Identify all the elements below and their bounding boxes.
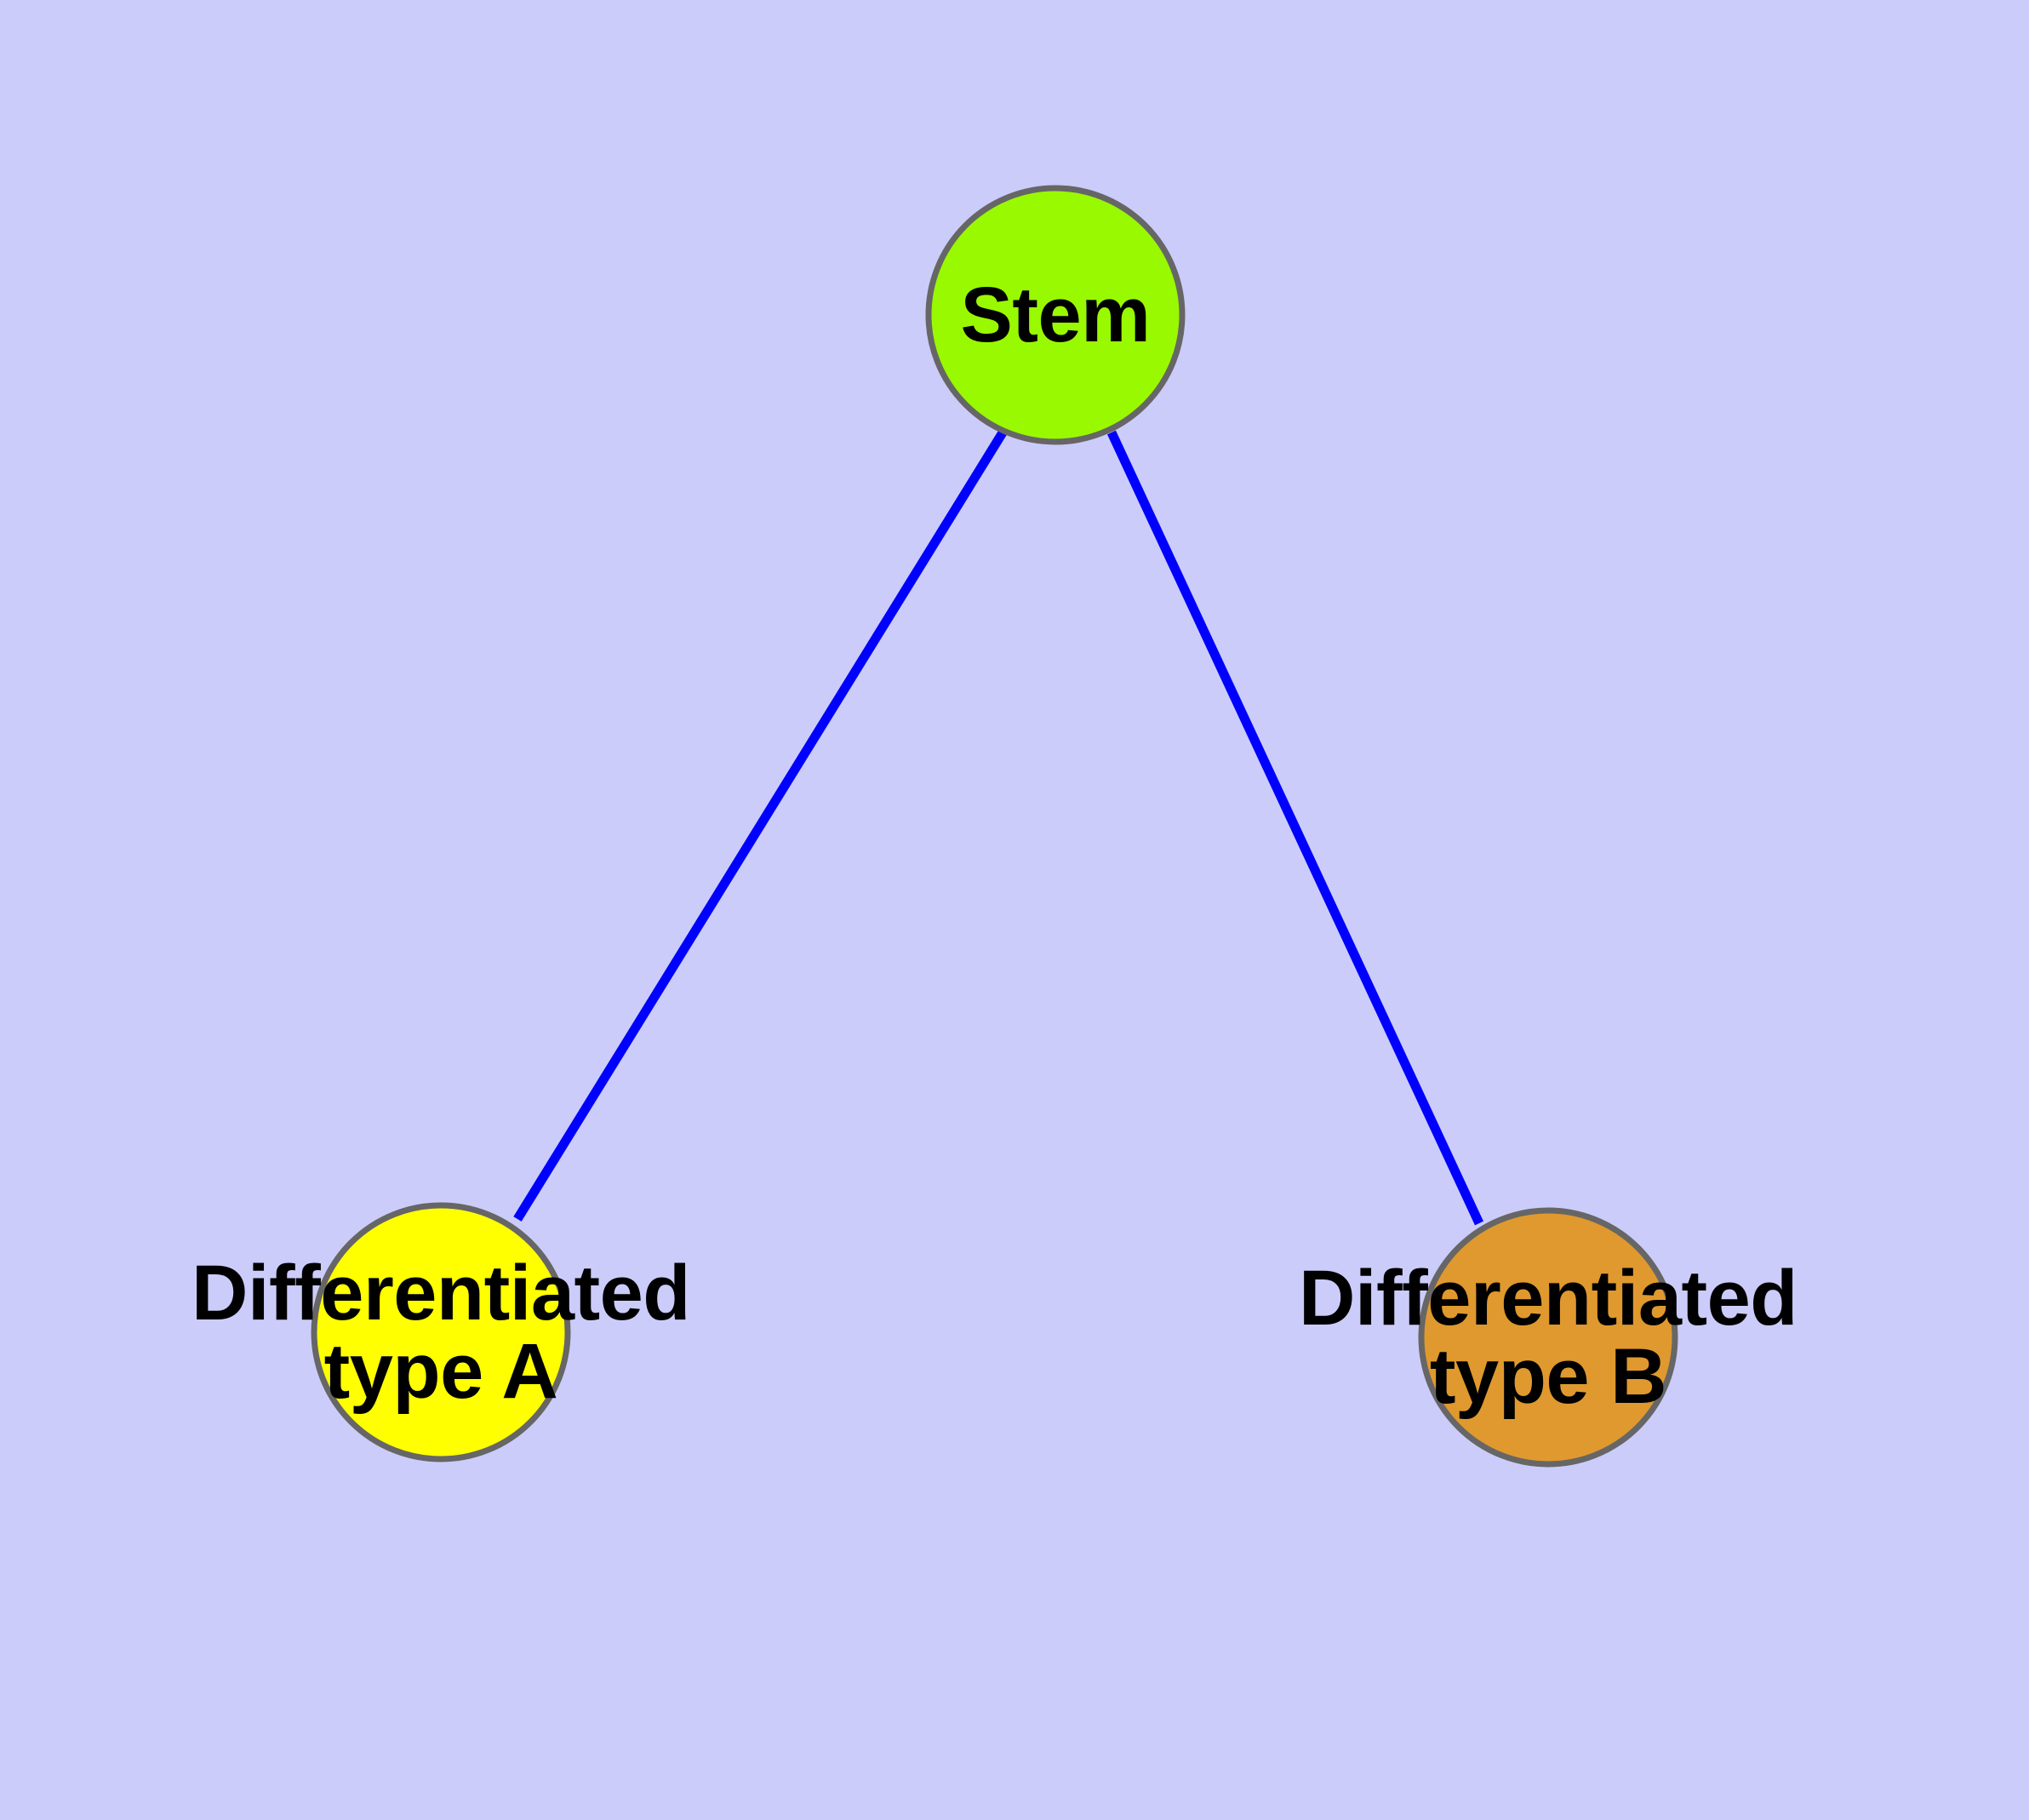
node-circle-diff_b[interactable]	[1418, 1207, 1678, 1468]
nodes-layer	[311, 185, 1678, 1468]
edge-stem-diff-b[interactable]	[1107, 430, 1483, 1226]
node-circle-diff_a[interactable]	[311, 1202, 571, 1462]
edges-layer	[513, 427, 1483, 1226]
node-circle-stem[interactable]	[925, 185, 1186, 445]
edge-stem-diff-a[interactable]	[513, 427, 1009, 1222]
